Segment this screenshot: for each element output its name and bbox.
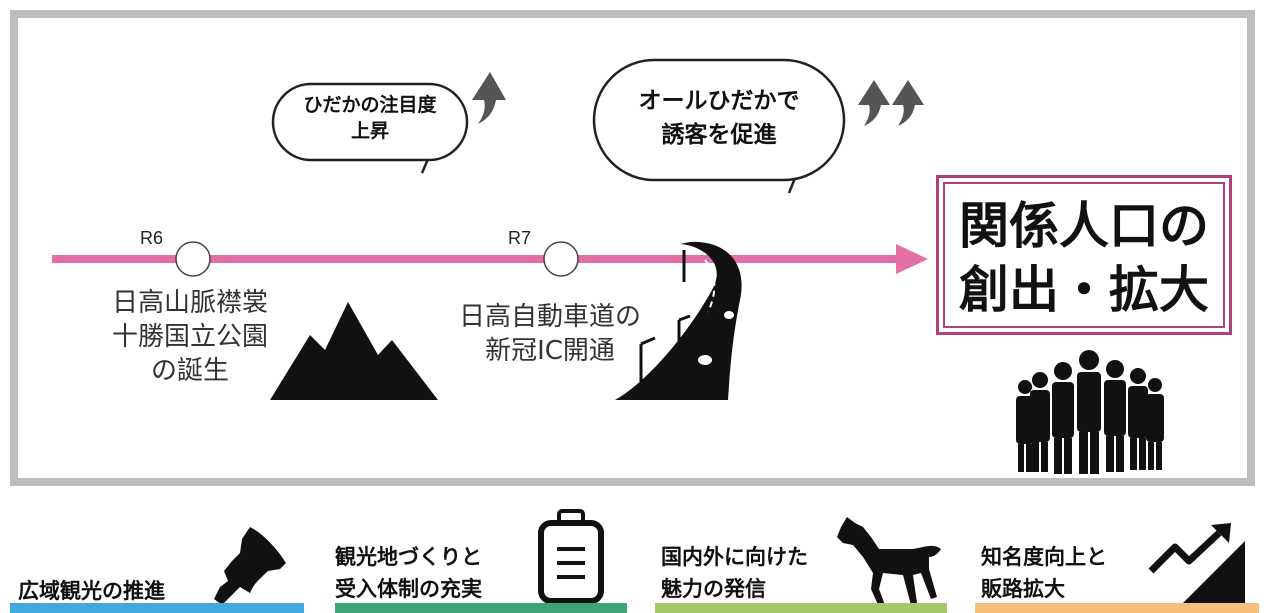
highway-icon <box>615 241 742 400</box>
milestone-label-r7: R7 <box>508 228 532 248</box>
horse-icon <box>837 517 941 607</box>
caption-line: 新冠IC開通 <box>485 336 615 366</box>
bubble-line: ひだかの注目度 <box>303 94 437 116</box>
growth-chart-icon <box>1148 523 1245 613</box>
goal-line-2: 創出・拡大 <box>959 261 1209 319</box>
milestone-caption-r6: 日高山脈襟裳 十勝国立公園 の誕生 <box>70 286 310 388</box>
initiative-color-bar <box>335 603 627 613</box>
caption-line: 日高山脈襟裳 <box>111 288 268 318</box>
initiative-color-bar <box>655 603 947 613</box>
milestone-caption-r7: 日高自動車道の 新冠IC開通 <box>430 300 670 368</box>
initiative-label: 知名度向上と <box>981 545 1107 569</box>
up-arrow-icon <box>472 72 506 124</box>
speech-bubble-2 <box>592 58 846 194</box>
goal-line-1: 関係人口の <box>959 197 1209 255</box>
goal-box: 関係人口の 創出・拡大 <box>936 175 1232 335</box>
initiative-recognition: 知名度向上と 販路拡大 <box>975 505 1259 613</box>
hokkaido-map-icon <box>214 527 286 605</box>
bubble-line: 誘客を促進 <box>661 122 777 148</box>
initiative-tourism-development: 観光地づくりと 受入体制の充実 <box>335 505 627 613</box>
initiative-label: 魅力の発信 <box>661 577 766 601</box>
suitcase-icon <box>538 509 604 611</box>
initiative-color-bar <box>10 603 304 613</box>
initiative-color-bar <box>975 603 1259 613</box>
initiative-promotion: 国内外に向けた 魅力の発信 <box>655 505 947 613</box>
caption-line: 十勝国立公園 <box>111 322 268 352</box>
bubble-line: 上昇 <box>350 120 389 142</box>
milestone-marker-r6 <box>175 241 211 277</box>
initiative-label: 国内外に向けた <box>661 545 808 569</box>
people-icon <box>1016 350 1164 474</box>
double-up-arrow-icon <box>858 80 924 126</box>
milestone-marker-r7 <box>543 241 579 277</box>
speech-bubble-1-text: ひだかの注目度 上昇 <box>273 92 467 144</box>
initiative-label: 観光地づくりと <box>335 545 482 569</box>
mountain-icon <box>270 302 438 400</box>
initiative-label: 販路拡大 <box>981 577 1065 601</box>
initiative-label: 受入体制の充実 <box>335 577 482 601</box>
timeline-arrow <box>52 244 928 274</box>
bubble-line: オールひだかで <box>638 88 800 114</box>
milestone-label-r6: R6 <box>140 228 164 248</box>
goal-box-inner-border <box>943 182 1225 328</box>
caption-line: の誕生 <box>150 356 229 386</box>
speech-bubble-1 <box>271 82 469 174</box>
initiative-wide-area-tourism: 広域観光の推進 <box>10 505 304 613</box>
initiative-label: 広域観光の推進 <box>18 579 165 603</box>
speech-bubble-2-text: オールひだかで 誘客を促進 <box>594 84 844 152</box>
caption-line: 日高自動車道の <box>458 302 641 332</box>
